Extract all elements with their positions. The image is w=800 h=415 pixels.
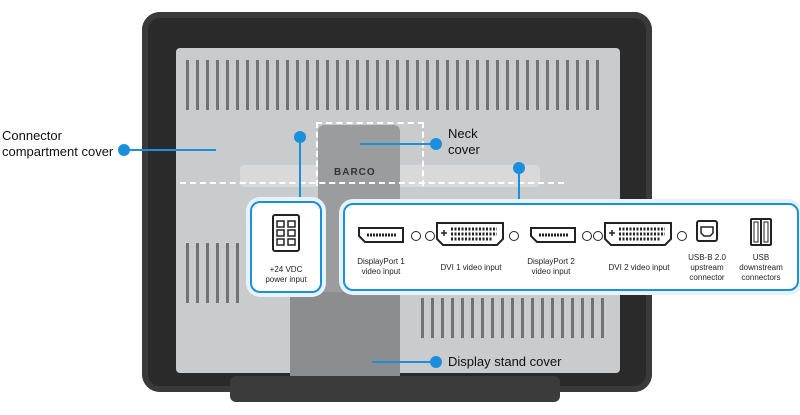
dp1-screw-icon	[411, 231, 421, 241]
stand-cover-line	[372, 361, 436, 363]
dvi2-label: DVI 2 video input	[608, 263, 670, 272]
dp2-label: DisplayPort 2 video input	[527, 257, 575, 276]
stand-base	[230, 376, 560, 402]
connector-cover-line	[124, 149, 216, 151]
power-connector-icon	[272, 214, 300, 252]
connector-leader	[518, 168, 520, 202]
top-vents	[186, 60, 606, 110]
power-leader-h	[299, 134, 301, 200]
bottom-left-vents	[186, 243, 246, 303]
dvi1-label: DVI 1 video input	[440, 263, 502, 272]
dp1-label: DisplayPort 1 video input	[357, 257, 405, 276]
dvi-1-icon	[436, 222, 504, 246]
neck-cover-outline	[316, 122, 424, 186]
connector-cover-label: Connector compartment cover	[2, 128, 114, 159]
displayport-2-icon	[530, 227, 576, 243]
dvi1-left-screw-icon	[425, 231, 435, 241]
brand-logo: BARCO	[334, 167, 376, 178]
displayport-1-icon	[358, 227, 404, 243]
usb-b-icon	[696, 220, 718, 242]
neck-cover-line	[360, 143, 432, 145]
bottom-right-vents	[421, 298, 611, 338]
dvi2-left-screw-icon	[593, 231, 603, 241]
power-leader-dot	[294, 131, 306, 143]
usb-downstream-label: USB downstream connectors	[739, 253, 783, 282]
stand-cover-dot	[430, 356, 442, 368]
connector-leader-dot	[513, 162, 525, 174]
usb-downstream-icon	[750, 218, 772, 246]
compartment-dashed-line	[180, 182, 564, 184]
power-input-label: +24 VDC power input	[265, 265, 307, 284]
neck-cover-label: Neck cover	[448, 126, 480, 157]
dvi-2-icon	[604, 222, 672, 246]
neck-cover-dot	[430, 138, 442, 150]
power-input-panel: +24 VDC power input	[250, 201, 322, 293]
dvi1-right-screw-icon	[509, 231, 519, 241]
dp2-screw-icon	[582, 231, 592, 241]
connector-panel: DisplayPort 1 video input DVI 1 video in…	[343, 203, 799, 291]
stand-cover-label: Display stand cover	[448, 354, 562, 369]
dvi2-right-screw-icon	[677, 231, 687, 241]
usb-b-label: USB-B 2.0 upstream connector	[688, 253, 726, 282]
